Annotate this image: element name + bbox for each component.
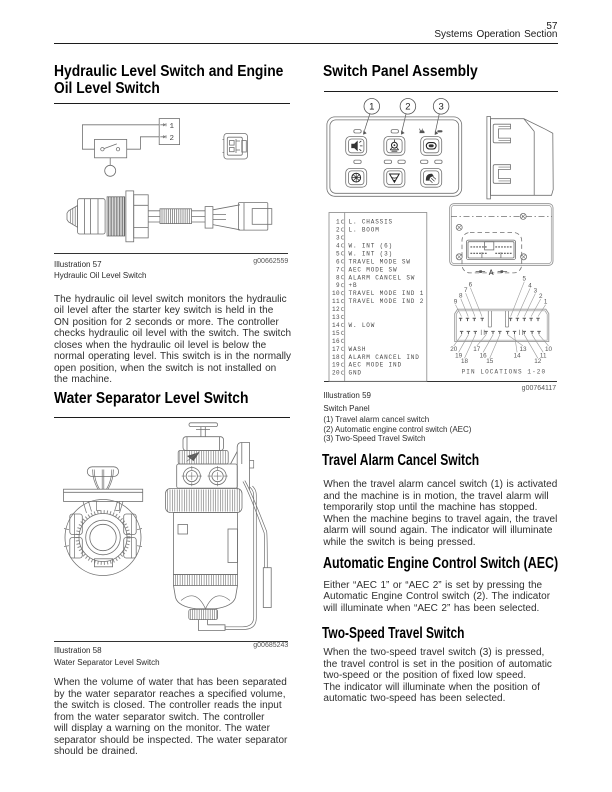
svg-text:19: 19	[332, 362, 340, 369]
svg-text:10: 10	[545, 346, 553, 353]
svg-text:14: 14	[514, 352, 522, 359]
svg-text:1: 1	[336, 219, 340, 226]
svg-text:A: A	[489, 269, 494, 278]
svg-text:3: 3	[534, 287, 538, 294]
svg-text:14: 14	[332, 322, 340, 329]
svg-text:13: 13	[332, 314, 340, 321]
svg-text:ALARM CANCEL SW: ALARM CANCEL SW	[349, 274, 416, 281]
svg-text:10: 10	[332, 290, 340, 297]
svg-text:5: 5	[523, 276, 527, 283]
svg-text:12: 12	[534, 358, 542, 365]
svg-text:7: 7	[464, 287, 468, 294]
svg-text:3: 3	[336, 235, 340, 242]
svg-text:1: 1	[544, 299, 548, 306]
svg-text:PIN LOCATIONS 1-20: PIN LOCATIONS 1-20	[462, 369, 547, 376]
svg-text:L. CHASSIS: L. CHASSIS	[349, 219, 394, 226]
svg-text:W. INT (3): W. INT (3)	[349, 250, 394, 257]
svg-text:GND: GND	[349, 370, 362, 377]
svg-text:7: 7	[336, 266, 340, 273]
svg-text:12: 12	[332, 306, 340, 313]
svg-text:W. INT (6): W. INT (6)	[349, 242, 394, 249]
svg-text:20: 20	[450, 346, 458, 353]
svg-text:16: 16	[480, 352, 488, 359]
svg-text:17: 17	[332, 346, 340, 353]
svg-text:11: 11	[332, 298, 340, 305]
svg-text:L. BOOM: L. BOOM	[349, 227, 380, 234]
svg-text:2: 2	[405, 102, 410, 113]
svg-text:9: 9	[454, 299, 458, 306]
svg-text:W. LOW: W. LOW	[349, 322, 376, 329]
svg-text:TRAVEL MODE IND 1: TRAVEL MODE IND 1	[349, 290, 425, 297]
svg-text:TRAVEL MODE SW: TRAVEL MODE SW	[349, 258, 411, 265]
svg-text:4: 4	[336, 242, 340, 249]
svg-text:AEC MODE IND: AEC MODE IND	[349, 362, 402, 369]
svg-text:+B: +B	[349, 282, 358, 289]
svg-text:18: 18	[332, 354, 340, 361]
svg-text:2: 2	[336, 227, 340, 234]
svg-text:AEC MODE SW: AEC MODE SW	[349, 266, 398, 273]
svg-text:8: 8	[336, 274, 340, 281]
svg-text:18: 18	[461, 358, 469, 365]
svg-text:4: 4	[528, 282, 532, 289]
svg-text:WASH: WASH	[349, 346, 367, 353]
svg-text:11: 11	[540, 352, 547, 359]
svg-text:17: 17	[473, 346, 481, 353]
svg-text:16: 16	[332, 338, 340, 345]
svg-text:5: 5	[336, 250, 340, 257]
svg-text:ALARM CANCEL IND: ALARM CANCEL IND	[349, 354, 420, 361]
svg-text:15: 15	[486, 358, 494, 365]
svg-text:2: 2	[539, 293, 543, 300]
svg-text:19: 19	[455, 352, 463, 359]
svg-text:6: 6	[469, 282, 473, 289]
svg-text:TRAVEL MODE IND 2: TRAVEL MODE IND 2	[349, 298, 425, 305]
svg-text:6: 6	[336, 258, 340, 265]
svg-text:15: 15	[332, 330, 340, 337]
svg-text:1: 1	[369, 102, 374, 113]
svg-text:8: 8	[459, 293, 463, 300]
svg-text:1: 1	[170, 123, 175, 131]
svg-text:3: 3	[438, 102, 443, 113]
svg-text:13: 13	[519, 346, 527, 353]
svg-text:9: 9	[336, 282, 340, 289]
svg-text:20: 20	[332, 370, 340, 377]
svg-text:2: 2	[170, 135, 175, 143]
